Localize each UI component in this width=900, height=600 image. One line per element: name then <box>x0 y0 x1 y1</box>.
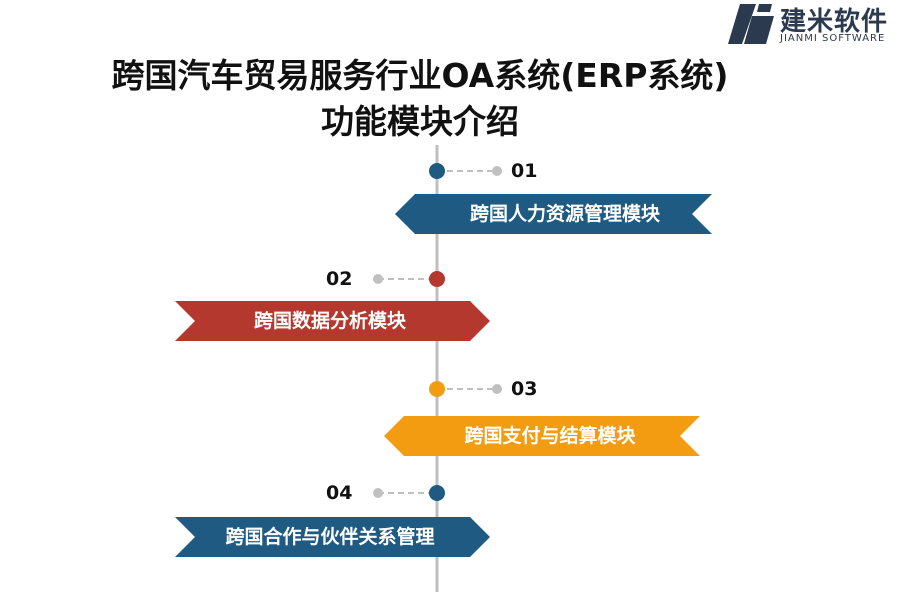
ribbon-01 <box>395 194 712 234</box>
connector-end-dot-01 <box>492 166 502 176</box>
brand-name-en: JIANMI SOFTWARE <box>780 33 886 44</box>
brand-name-cn: 建米软件 <box>780 7 889 37</box>
page-title-line1: 跨国汽车贸易服务行业OA系统(ERP系统) <box>111 56 729 95</box>
ribbon-04 <box>175 517 490 557</box>
ribbon-03 <box>384 416 700 456</box>
module-label-01: 跨国人力资源管理模块 <box>469 203 660 225</box>
connector-end-dot-03 <box>492 384 502 394</box>
brand-logo: 建米软件 JIANMI SOFTWARE <box>726 2 898 46</box>
node-dot-03 <box>429 381 445 397</box>
module-number-04: 04 <box>326 482 353 504</box>
node-dot-01 <box>429 163 445 179</box>
module-number-03: 03 <box>511 378 538 400</box>
module-label-04: 跨国合作与伙伴关系管理 <box>225 526 435 548</box>
logo-mark-icon <box>728 4 774 44</box>
timeline-node-01 <box>395 163 712 234</box>
page-title-line2: 功能模块介绍 <box>321 102 519 141</box>
timeline-node-04 <box>175 485 490 557</box>
ribbon-02 <box>175 301 490 341</box>
module-number-01: 01 <box>511 160 538 182</box>
connector-end-dot-04 <box>373 488 383 498</box>
module-label-02: 跨国数据分析模块 <box>253 310 406 332</box>
module-number-02: 02 <box>326 268 353 290</box>
module-label-03: 跨国支付与结算模块 <box>464 425 636 447</box>
timeline-node-02 <box>175 271 490 341</box>
connector-end-dot-02 <box>373 274 383 284</box>
node-dot-04 <box>429 485 445 501</box>
node-dot-02 <box>429 271 445 287</box>
timeline-node-03 <box>384 381 700 456</box>
